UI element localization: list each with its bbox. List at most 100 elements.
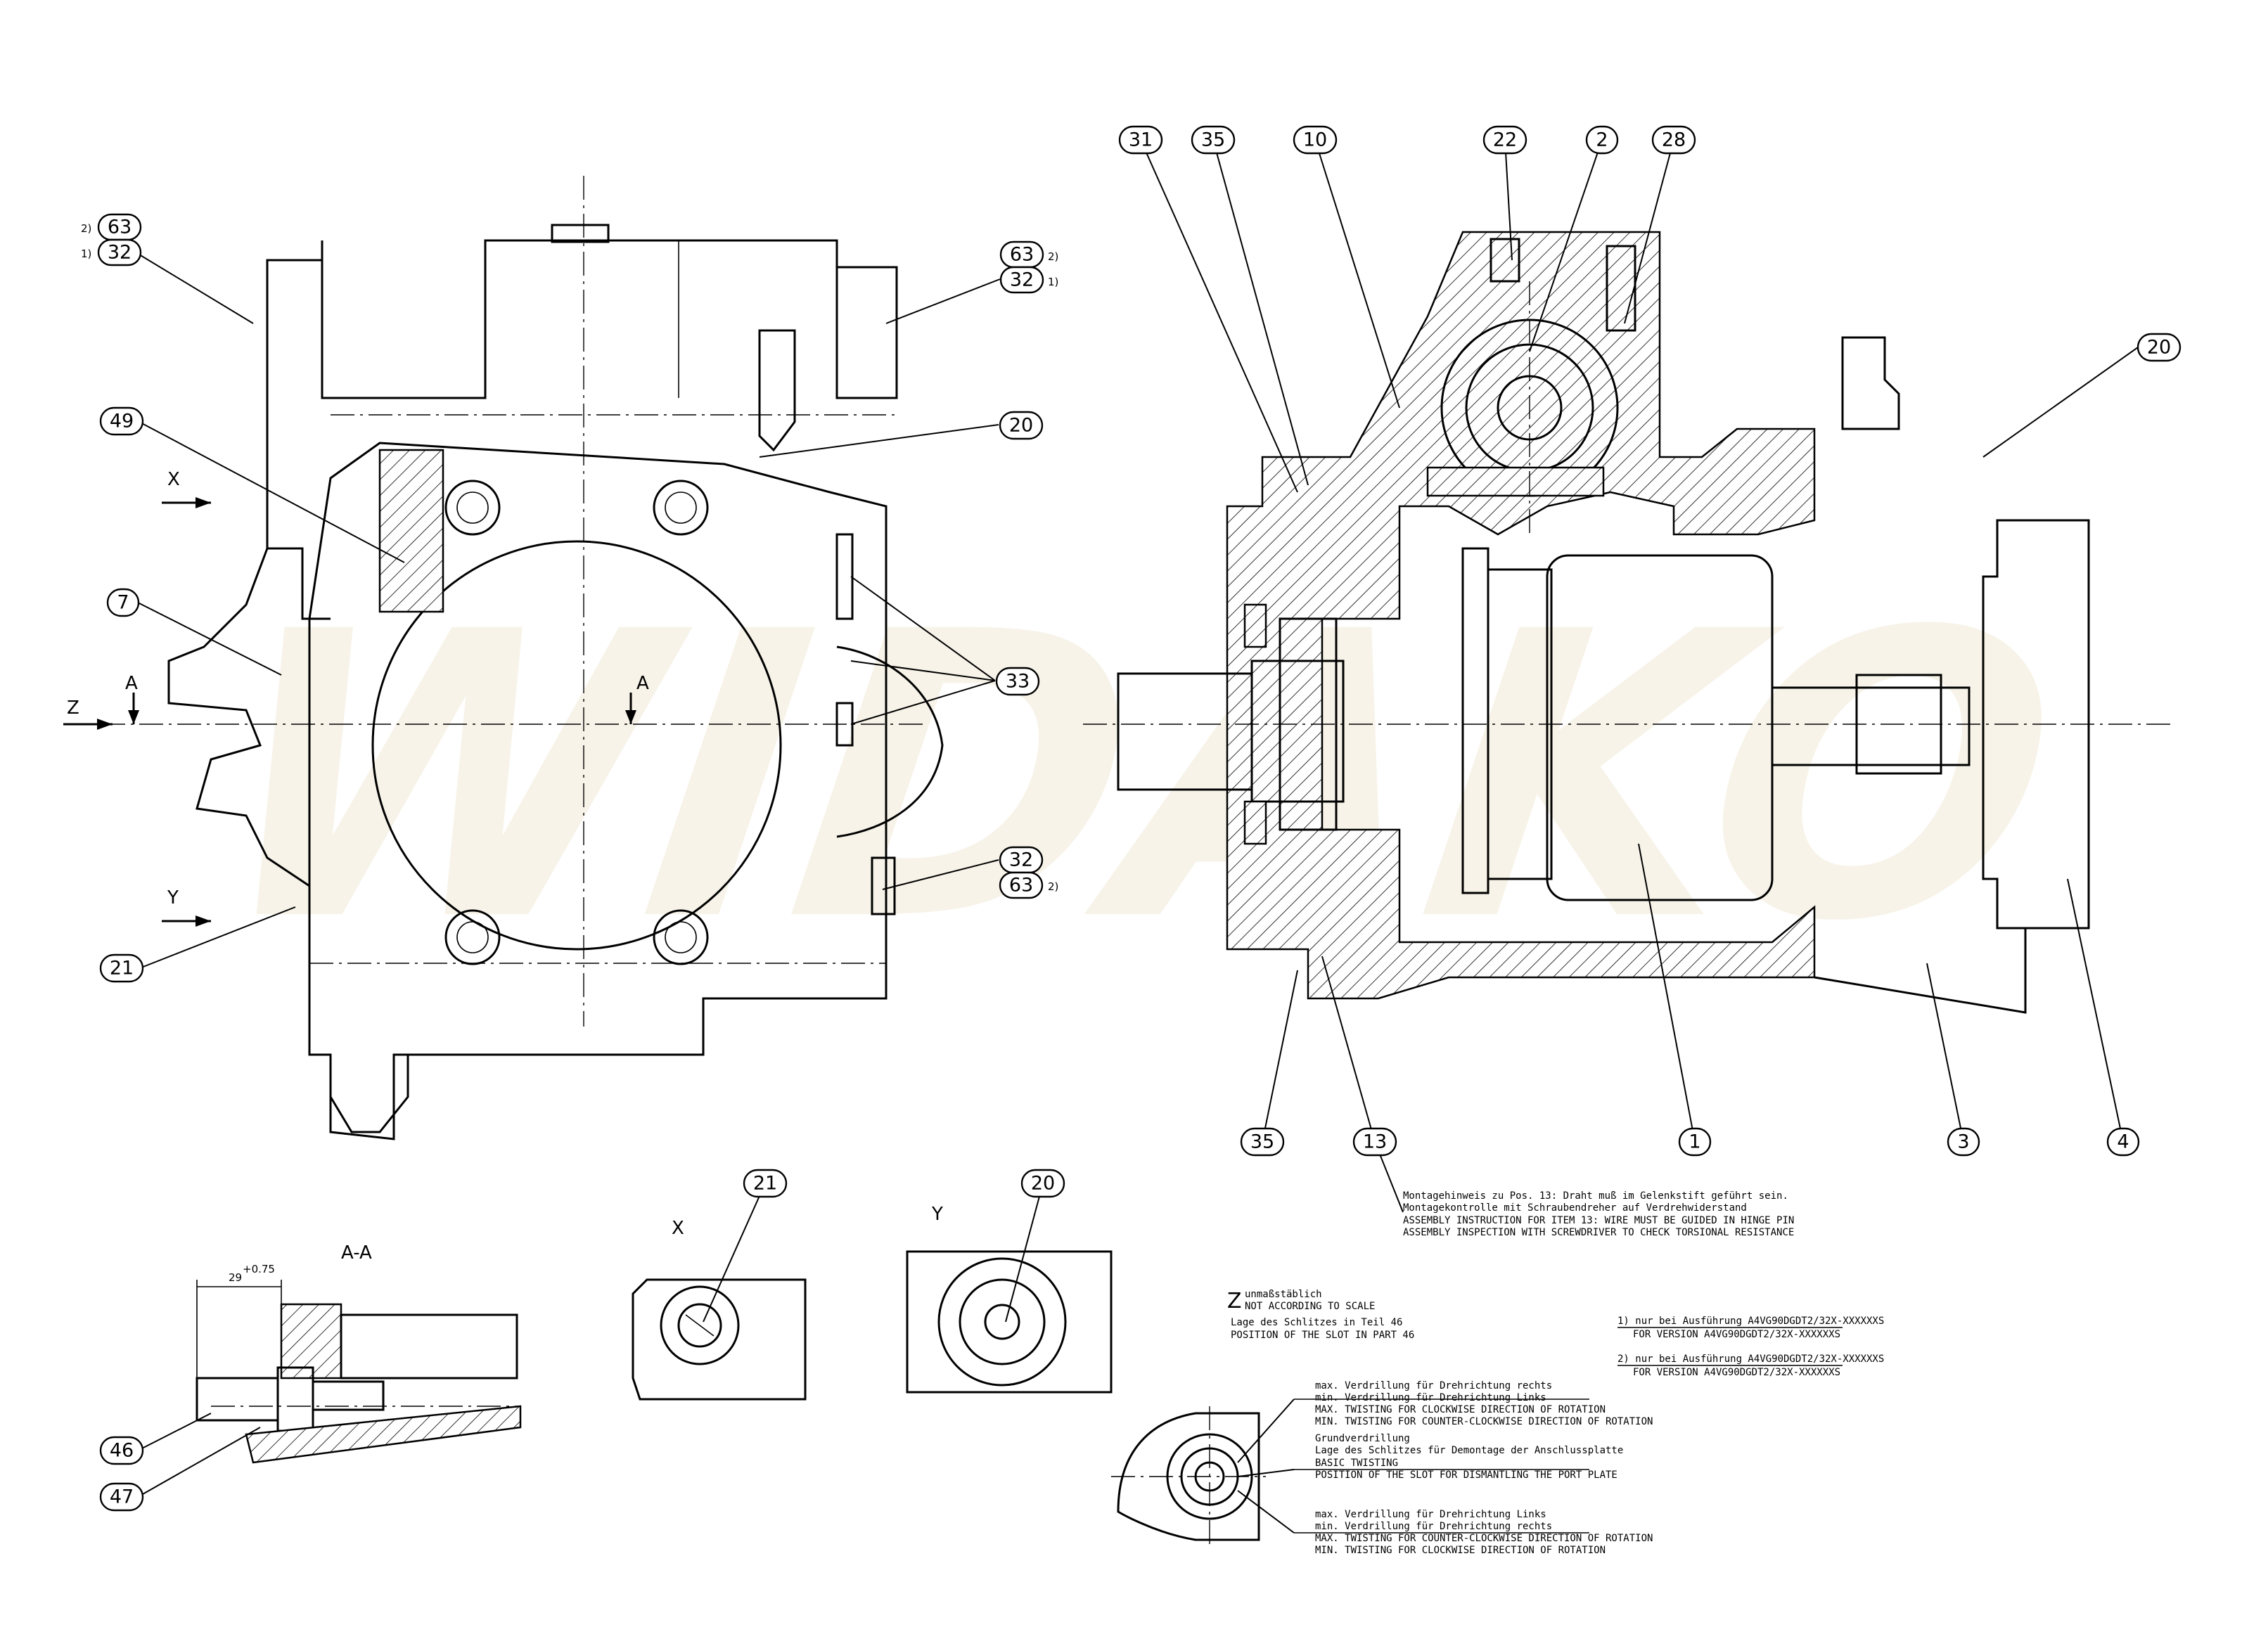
watermark: WIDAKO — [189, 549, 2081, 1008]
svg-text:A: A — [636, 673, 649, 694]
svg-text:63: 63 — [1010, 244, 1034, 266]
svg-text:13: 13 — [1363, 1131, 1387, 1153]
callout-7: 7 — [106, 588, 140, 617]
view-arrows: X Y Z A A — [63, 469, 649, 927]
callout-28: 28 — [1651, 125, 1696, 155]
svg-text:POSITION OF THE SLOT FOR DISMA: POSITION OF THE SLOT FOR DISMANTLING THE… — [1315, 1470, 1617, 1481]
svg-text:Y: Y — [167, 887, 179, 908]
svg-text:21: 21 — [753, 1173, 777, 1195]
svg-text:63: 63 — [108, 217, 132, 238]
view-z-detail — [1111, 1399, 1295, 1547]
svg-text:63: 63 — [1009, 875, 1033, 896]
bolt-heads — [444, 480, 709, 965]
svg-text:Montagekontrolle mit Schrauben: Montagekontrolle mit Schraubendreher auf… — [1403, 1202, 1747, 1214]
version-notes: 1) nur bei Ausführung A4VG90DGDT2/32X-XX… — [1617, 1316, 1884, 1378]
svg-text:Montagehinweis zu Pos. 13: Dra: Montagehinweis zu Pos. 13: Draht muß im … — [1403, 1190, 1788, 1202]
svg-text:3: 3 — [1957, 1131, 1969, 1153]
svg-text:2): 2) — [1048, 250, 1058, 263]
section-a-a: A-A 29 +0.75 — [196, 1242, 522, 1464]
callout-46: 46 — [99, 1436, 144, 1465]
svg-text:35: 35 — [1201, 129, 1225, 151]
callout-63-top-right: 63 — [999, 240, 1044, 269]
callout-49: 49 — [99, 406, 144, 436]
svg-text:29: 29 — [229, 1271, 242, 1284]
view-y: Y — [906, 1204, 1113, 1394]
callout-33: 33 — [995, 667, 1040, 696]
callout-32-mid: 32 — [999, 846, 1044, 874]
svg-text:Z: Z — [1227, 1289, 1242, 1313]
svg-text:28: 28 — [1662, 129, 1686, 151]
svg-text:2): 2) — [1048, 880, 1058, 893]
svg-text:2) nur bei Ausführung A4VG90D: 2) nur bei Ausführung A4VG90DGDT2/32X-XX… — [1617, 1354, 1884, 1365]
svg-text:BASIC TWISTING: BASIC TWISTING — [1315, 1458, 1398, 1469]
svg-text:MIN. TWISTING FOR CLOCKWISE DI: MIN. TWISTING FOR CLOCKWISE DIRECTION OF… — [1315, 1545, 1606, 1556]
callout-32-top-left: 32 — [97, 238, 142, 266]
front-view — [63, 176, 944, 1140]
svg-text:max. Verdrillung für Drehricht: max. Verdrillung für Drehrichtung Links — [1315, 1509, 1546, 1520]
callout-20-left: 20 — [999, 411, 1044, 440]
svg-text:20: 20 — [1009, 415, 1033, 437]
callout-13: 13 — [1352, 1127, 1397, 1157]
svg-text:4: 4 — [2117, 1131, 2129, 1153]
svg-text:1): 1) — [1048, 276, 1058, 288]
svg-text:+0.75: +0.75 — [243, 1263, 275, 1275]
svg-text:46: 46 — [110, 1440, 134, 1462]
svg-text:2: 2 — [1596, 129, 1608, 151]
leader-lines — [135, 139, 2139, 1498]
svg-text:49: 49 — [110, 411, 134, 432]
svg-text:31: 31 — [1129, 129, 1153, 151]
svg-text:min. Verdrillung für Drehricht: min. Verdrillung für Drehrichtung Links — [1315, 1392, 1546, 1403]
svg-text:ASSEMBLY INSTRUCTION FOR ITEM: ASSEMBLY INSTRUCTION FOR ITEM 13: WIRE M… — [1403, 1215, 1794, 1226]
svg-text:A-A: A-A — [341, 1242, 372, 1264]
callout-63-mid: 63 — [999, 871, 1044, 899]
svg-text:33: 33 — [1006, 671, 1030, 693]
callout-35-top: 35 — [1191, 125, 1236, 155]
callout-20-view-y: 20 — [1020, 1169, 1065, 1198]
svg-text:MAX. TWISTING FOR CLOCKWISE DI: MAX. TWISTING FOR CLOCKWISE DIRECTION OF… — [1315, 1404, 1606, 1415]
svg-text:min. Verdrillung für Drehricht: min. Verdrillung für Drehrichtung rechts — [1315, 1521, 1552, 1532]
callout-10: 10 — [1293, 125, 1338, 155]
callout-1: 1 — [1678, 1127, 1712, 1157]
svg-text:10: 10 — [1303, 129, 1327, 151]
callout-20-right: 20 — [2136, 333, 2181, 362]
callout-32-top-right: 32 — [999, 266, 1044, 294]
callout-3: 3 — [1947, 1127, 1980, 1157]
svg-text:47: 47 — [110, 1486, 134, 1508]
view-x: X — [632, 1218, 807, 1401]
svg-text:POSITION OF THE SLOT IN PART 4: POSITION OF THE SLOT IN PART 46 — [1231, 1330, 1414, 1341]
svg-text:35: 35 — [1250, 1131, 1274, 1153]
svg-text:20: 20 — [2147, 337, 2171, 359]
callout-21-view-x: 21 — [743, 1169, 788, 1198]
callout-63-top-left: 63 — [97, 213, 142, 241]
svg-text:FOR VERSION A4VG90DGDT2/32X-XX: FOR VERSION A4VG90DGDT2/32X-XXXXXXS — [1633, 1367, 1840, 1378]
svg-text:Grundverdrillung: Grundverdrillung — [1315, 1433, 1410, 1444]
svg-text:MAX. TWISTING FOR COUNTER-CLOC: MAX. TWISTING FOR COUNTER-CLOCKWISE DIRE… — [1315, 1533, 1653, 1544]
callouts: 63 2) 32 1) 63 2) 32 1) 49 20 7 33 32 63… — [81, 125, 2181, 1512]
callout-2: 2 — [1585, 125, 1619, 155]
svg-text:NOT ACCORDING TO SCALE: NOT ACCORDING TO SCALE — [1245, 1301, 1375, 1312]
svg-text:1): 1) — [81, 247, 91, 260]
svg-text:20: 20 — [1031, 1173, 1055, 1195]
svg-text:Z: Z — [67, 697, 79, 719]
svg-text:max. Verdrillung für Drehricht: max. Verdrillung für Drehrichtung rechts — [1315, 1380, 1552, 1391]
svg-text:21: 21 — [110, 958, 134, 979]
svg-text:32: 32 — [1009, 849, 1033, 871]
svg-text:A: A — [125, 673, 138, 694]
callout-4: 4 — [2106, 1127, 2140, 1157]
svg-text:Y: Y — [931, 1204, 943, 1225]
svg-text:1: 1 — [1689, 1131, 1700, 1153]
svg-text:unmaßstäblich: unmaßstäblich — [1245, 1289, 1322, 1300]
svg-text:MIN. TWISTING FOR COUNTER-CLOC: MIN. TWISTING FOR COUNTER-CLOCKWISE DIRE… — [1315, 1416, 1653, 1427]
z-view-note: Z unmaßstäblich NOT ACCORDING TO SCALE L… — [1227, 1289, 1414, 1341]
callout-47: 47 — [99, 1482, 144, 1512]
callout-35-bottom: 35 — [1240, 1127, 1285, 1157]
svg-text:32: 32 — [1010, 269, 1034, 291]
svg-text:ASSEMBLY INSPECTION WITH SCREW: ASSEMBLY INSPECTION WITH SCREWDRIVER TO … — [1403, 1227, 1794, 1238]
svg-text:X: X — [672, 1218, 684, 1239]
svg-text:2): 2) — [81, 222, 91, 235]
svg-text:1) nur bei Ausführung A4VG90D: 1) nur bei Ausführung A4VG90DGDT2/32X-XX… — [1617, 1316, 1884, 1327]
twisting-notes: max. Verdrillung für Drehrichtung rechts… — [1294, 1380, 1653, 1556]
svg-text:32: 32 — [108, 242, 132, 264]
section-view — [1083, 231, 2173, 1014]
